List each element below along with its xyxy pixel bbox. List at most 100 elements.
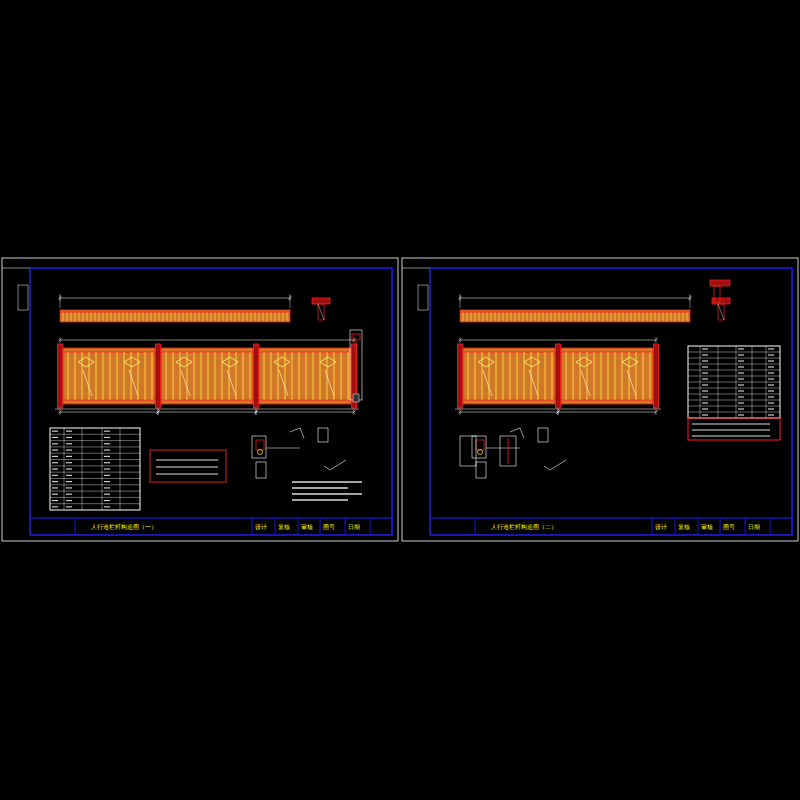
cad-line [503,312,504,321]
cad-line [460,298,690,299]
cad-line [66,443,72,444]
cad-line [318,304,324,320]
cad-line [738,372,744,373]
cad-line [66,475,72,476]
cad-line [745,518,746,535]
cad-line [768,348,774,349]
cad-line [566,352,567,400]
cad-rect [402,258,798,541]
cad-line [222,352,223,400]
cad-line [236,352,237,400]
cad-line [163,312,164,321]
cad-line [52,487,58,488]
cad-line [702,372,708,373]
cad-line [688,400,780,401]
rebar-shape [544,460,566,470]
cad-line [467,312,468,321]
cad-line [275,518,276,535]
cad-line [671,312,672,321]
cad-line [555,312,556,321]
cad-line [615,352,616,400]
cad-line [503,352,504,400]
diamond-ornament [478,357,494,367]
cad-line [334,352,335,400]
title-block-cell: 审核 [300,524,314,530]
cad-rect [63,348,155,404]
cad-line [460,312,690,313]
cad-line [235,312,236,321]
cad-line [507,312,508,321]
cad-line [607,312,608,321]
cad-line [107,312,108,321]
cad-line [215,312,216,321]
cad-line [702,360,708,361]
cad-line [152,352,153,400]
cad-line [738,366,744,367]
cad-line [75,518,76,535]
cad-line [175,312,176,321]
cad-line [529,370,538,396]
cad-line [524,352,525,400]
cad-line [252,518,253,535]
cad-line [702,402,708,403]
cad-line [647,312,648,321]
cad-line [601,352,602,400]
cad-line [325,370,334,396]
cad-line [110,352,111,400]
cad-line [738,396,744,397]
cad-line [103,312,104,321]
cad-line [558,412,656,413]
cad-line [354,409,355,415]
cad-line [267,312,268,321]
cad-line [752,346,753,418]
cad-line [679,312,680,321]
cad-line [50,453,140,454]
cad-line [60,294,61,308]
cad-line [156,473,218,474]
cad-line [227,370,236,396]
cad-rect [256,462,266,478]
cad-rect [500,436,516,466]
cad-line [688,394,780,395]
cad-line [243,312,244,321]
cad-line [587,312,588,321]
cad-line [66,468,72,469]
cad-line [692,435,770,436]
cad-line [688,388,780,389]
cad-line [129,370,138,396]
cad-line [145,352,146,400]
cad-rect [350,330,362,400]
cad-line [66,494,72,495]
cad-line [104,449,110,450]
cad-line [75,352,76,400]
cad-line [483,312,484,321]
cad-line [104,468,110,469]
cad-line [68,352,69,400]
cad-line [460,412,558,413]
cad-line [738,408,744,409]
cad-line [161,399,253,400]
cad-line [156,466,218,467]
cad-line [181,370,190,396]
diamond-ornament [222,357,238,367]
cad-line [50,484,140,485]
cad-line [683,312,684,321]
cad-line [52,468,58,469]
title-block-cell: 日期 [747,524,761,530]
cad-line [52,431,58,432]
cad-line [460,294,461,308]
cad-line [559,312,560,321]
cad-line [768,384,774,385]
title-block-cell: 设计 [254,524,268,530]
cad-line [768,390,774,391]
cad-line [66,449,72,450]
rebar-shape [510,428,524,438]
cad-rect [2,258,398,541]
cad-line [770,518,771,535]
cad-line [545,352,546,400]
cad-line [636,352,637,400]
cad-line [702,366,708,367]
cad-line [345,518,346,535]
cad-line [50,497,140,498]
